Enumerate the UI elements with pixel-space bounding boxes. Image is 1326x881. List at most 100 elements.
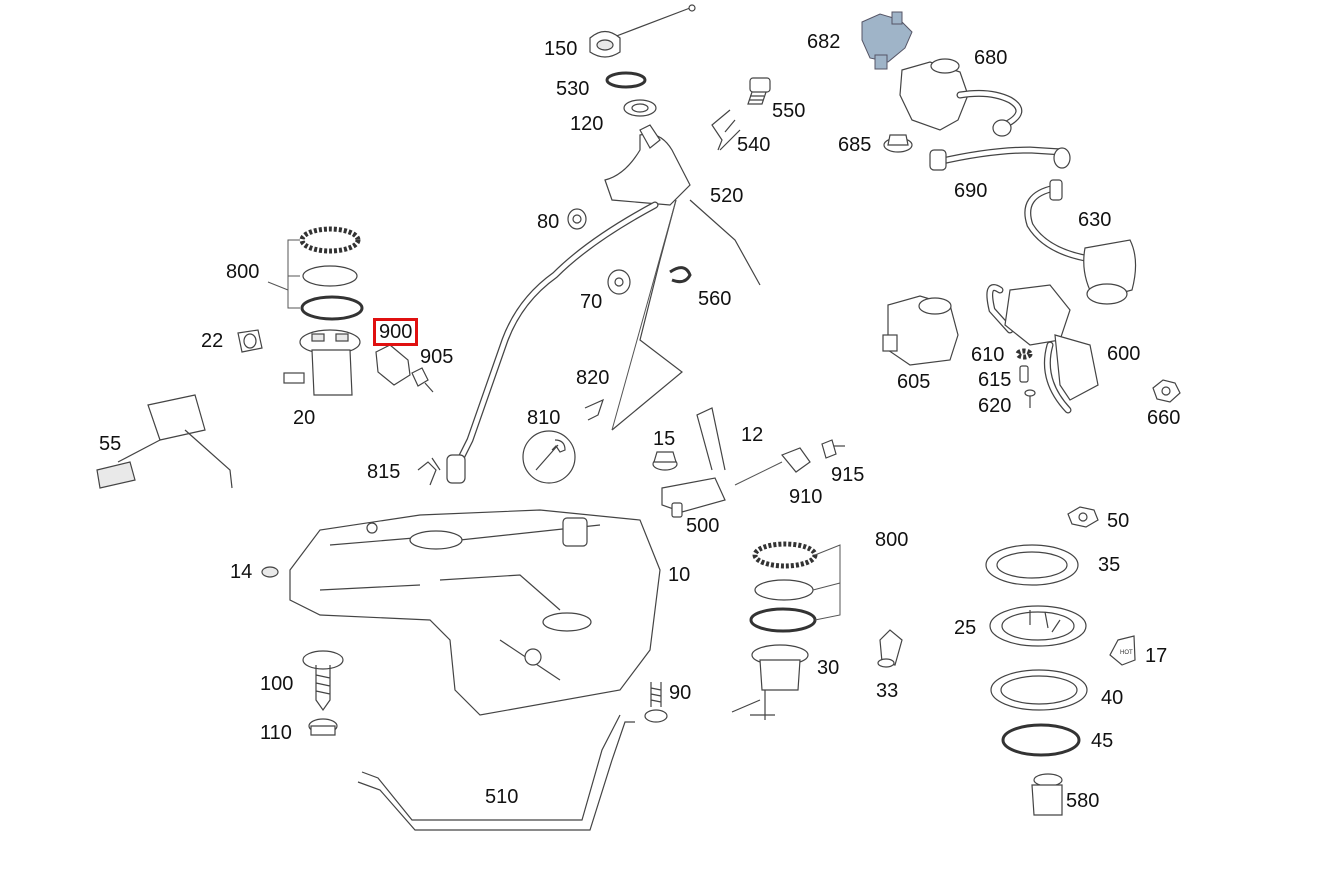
callout-70[interactable]: 70 — [580, 291, 603, 313]
part-50-nut[interactable] — [1067, 506, 1099, 528]
part-682-valve[interactable] — [861, 11, 913, 70]
part-605-valve[interactable] — [882, 295, 959, 366]
callout-550[interactable]: 550 — [772, 100, 806, 122]
callout-800-upper[interactable]: 800 — [226, 261, 260, 283]
callout-905[interactable]: 905 — [420, 346, 454, 368]
callout-520[interactable]: 520 — [710, 185, 744, 207]
callout-540[interactable]: 540 — [737, 134, 771, 156]
callout-80[interactable]: 80 — [537, 211, 560, 233]
callout-680[interactable]: 680 — [974, 47, 1008, 69]
callout-14[interactable]: 14 — [230, 561, 253, 583]
callout-820[interactable]: 820 — [576, 367, 610, 389]
part-615-spacer[interactable] — [1019, 365, 1029, 383]
callout-510[interactable]: 510 — [485, 786, 519, 808]
part-22-clip[interactable] — [237, 329, 263, 353]
callout-800-lower[interactable]: 800 — [875, 529, 909, 551]
part-800-seal-ring-set-lower[interactable] — [749, 541, 841, 633]
part-910-connector[interactable] — [734, 447, 811, 486]
callout-55[interactable]: 55 — [99, 433, 122, 455]
part-530-seal-ring[interactable] — [605, 71, 647, 89]
part-20-fuel-pump[interactable] — [283, 329, 361, 396]
callout-630[interactable]: 630 — [1078, 209, 1112, 231]
callout-685[interactable]: 685 — [838, 134, 872, 156]
part-520-filler-neck[interactable] — [446, 124, 761, 484]
callout-15[interactable]: 15 — [653, 428, 676, 450]
callout-150[interactable]: 150 — [544, 38, 578, 60]
callout-900-highlighted[interactable]: 900 — [373, 318, 419, 346]
part-33-connector[interactable] — [877, 629, 903, 668]
callout-20[interactable]: 20 — [293, 407, 316, 429]
part-30-fuel-pump-flange[interactable] — [731, 644, 809, 720]
part-610-seal[interactable] — [1015, 348, 1033, 360]
callout-17[interactable]: 17 — [1145, 645, 1168, 667]
part-45-seal-ring[interactable] — [1001, 723, 1081, 757]
part-580-filter[interactable] — [1031, 773, 1063, 816]
callout-610[interactable]: 610 — [971, 344, 1005, 366]
callout-25[interactable]: 25 — [954, 617, 977, 639]
part-500-pressure-sensor[interactable] — [661, 477, 726, 518]
callout-910[interactable]: 910 — [789, 486, 823, 508]
part-17-connector[interactable]: HOT — [1109, 635, 1136, 666]
callout-110[interactable]: 110 — [260, 722, 292, 744]
callout-50[interactable]: 50 — [1107, 510, 1130, 532]
part-70-grommet[interactable] — [607, 269, 631, 295]
part-12-bracket[interactable] — [696, 407, 726, 471]
part-35-flange-gasket[interactable] — [985, 544, 1079, 586]
part-80-grommet[interactable] — [567, 208, 587, 230]
part-660-nut[interactable] — [1152, 379, 1181, 403]
callout-580[interactable]: 580 — [1066, 790, 1100, 812]
callout-690[interactable]: 690 — [954, 180, 988, 202]
part-15-nut[interactable] — [652, 451, 678, 471]
part-680-purge-unit[interactable] — [899, 58, 1023, 137]
callout-10[interactable]: 10 — [668, 564, 691, 586]
part-10-fuel-tank[interactable] — [289, 509, 661, 716]
part-25-flange[interactable] — [989, 605, 1087, 647]
part-14-grommet[interactable] — [261, 566, 279, 578]
part-550-bolt[interactable] — [747, 77, 771, 105]
callout-120[interactable]: 120 — [570, 113, 604, 135]
callout-620[interactable]: 620 — [978, 395, 1012, 417]
part-560-hose-clamp[interactable] — [669, 266, 692, 284]
part-540-clip[interactable] — [711, 109, 741, 151]
callout-682[interactable]: 682 — [807, 31, 841, 53]
part-55-fuel-level-sensor[interactable] — [96, 394, 233, 489]
part-100-bolt[interactable] — [302, 650, 344, 712]
part-815-clip[interactable] — [417, 457, 441, 486]
part-900-filter[interactable] — [375, 344, 411, 386]
part-40-gasket[interactable] — [990, 669, 1088, 711]
callout-22[interactable]: 22 — [201, 330, 224, 352]
callout-90[interactable]: 90 — [669, 682, 692, 704]
callout-35[interactable]: 35 — [1098, 554, 1121, 576]
callout-615[interactable]: 615 — [978, 369, 1012, 391]
callout-815[interactable]: 815 — [367, 461, 401, 483]
part-620-screw[interactable] — [1024, 389, 1036, 408]
part-810-wrench-tool[interactable] — [522, 430, 576, 484]
callout-45[interactable]: 45 — [1091, 730, 1114, 752]
part-820-clip[interactable] — [584, 398, 604, 421]
callout-600[interactable]: 600 — [1107, 343, 1141, 365]
part-110-nut[interactable] — [308, 718, 338, 736]
callout-605[interactable]: 605 — [897, 371, 931, 393]
part-120-grommet[interactable] — [623, 99, 657, 117]
part-510-strap[interactable] — [357, 714, 635, 831]
callout-915[interactable]: 915 — [831, 464, 865, 486]
callout-100[interactable]: 100 — [260, 673, 294, 695]
part-690-hose[interactable] — [929, 146, 1071, 171]
callout-810[interactable]: 810 — [527, 407, 561, 429]
part-915-connector[interactable] — [821, 439, 845, 459]
part-800-seal-ring-set-upper[interactable] — [267, 226, 364, 321]
part-630-hose-with-canister[interactable] — [1024, 179, 1137, 305]
callout-40[interactable]: 40 — [1101, 687, 1124, 709]
callout-560[interactable]: 560 — [698, 288, 732, 310]
part-600-valve-assembly[interactable] — [986, 284, 1099, 414]
callout-530[interactable]: 530 — [556, 78, 590, 100]
callout-500[interactable]: 500 — [686, 515, 720, 537]
part-90-bolt[interactable] — [644, 682, 668, 723]
part-150-filler-cap[interactable] — [589, 4, 696, 58]
callout-33[interactable]: 33 — [876, 680, 899, 702]
part-905-connector[interactable] — [411, 367, 434, 393]
part-685-nut[interactable] — [883, 134, 913, 153]
callout-30[interactable]: 30 — [817, 657, 840, 679]
callout-660[interactable]: 660 — [1147, 407, 1181, 429]
callout-12[interactable]: 12 — [741, 424, 764, 446]
